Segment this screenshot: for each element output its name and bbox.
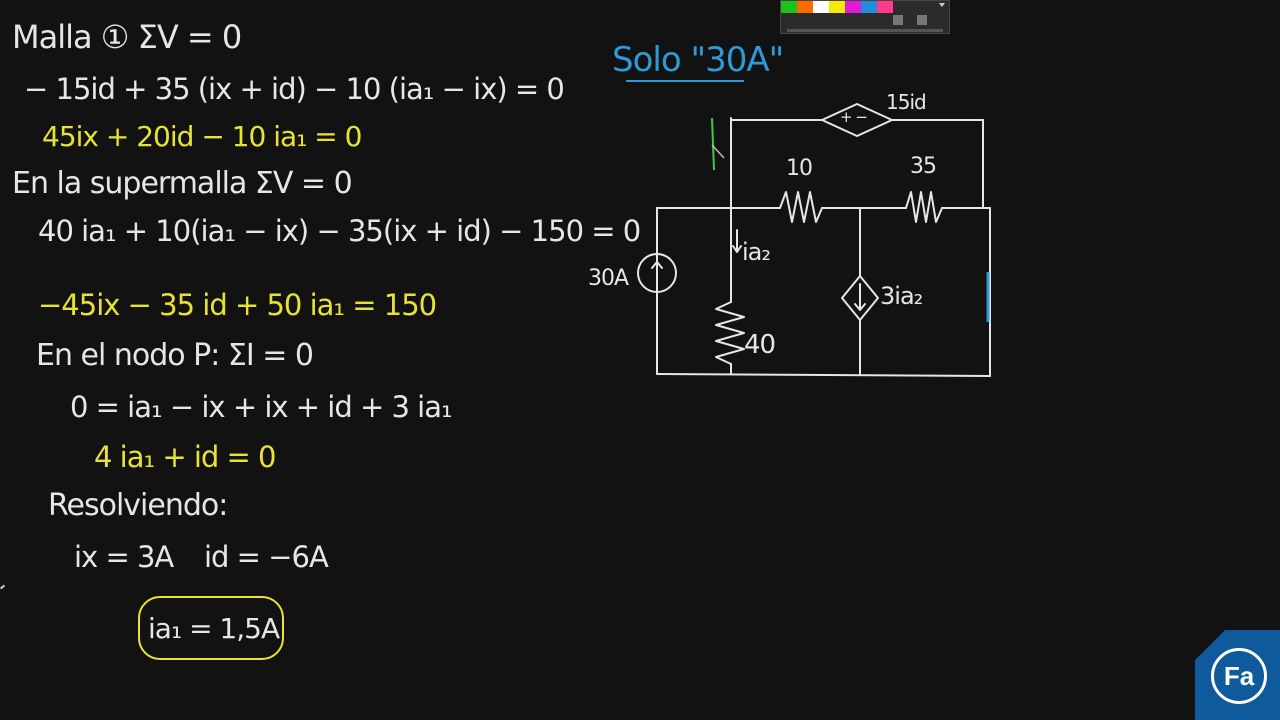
wire-bottom bbox=[656, 373, 991, 377]
line-supermesh-title: En la supermalla ΣV = 0 bbox=[12, 166, 353, 201]
line-mesh-result: 45ix + 20id − 10 ia₁ = 0 bbox=[42, 120, 362, 153]
current-ia2-arrow bbox=[732, 229, 742, 253]
dep-current-arrow bbox=[854, 283, 866, 311]
swatch-white[interactable] bbox=[813, 1, 829, 13]
color-palette[interactable] bbox=[780, 0, 950, 34]
chevron-down-icon[interactable] bbox=[939, 3, 945, 7]
line-solving-title: Resolviendo: bbox=[48, 488, 228, 523]
line-node-equation: 0 = ia₁ − ix + ix + id + 3 ia₁ bbox=[70, 390, 453, 424]
line-ix-value: ix = 3A bbox=[74, 540, 174, 574]
current-source-arrow bbox=[651, 261, 663, 284]
logo-ring: Fa bbox=[1211, 648, 1267, 704]
resistor-40 bbox=[715, 301, 745, 365]
label-resistor-10: 10 bbox=[786, 156, 813, 181]
swatch-orange[interactable] bbox=[797, 1, 813, 13]
swatch-blue[interactable] bbox=[861, 1, 877, 13]
logo-text: Fa bbox=[1223, 660, 1255, 691]
label-dep-voltage-sign: + − bbox=[840, 108, 868, 126]
line-id-value: id = −6A bbox=[204, 540, 329, 574]
resistor-35 bbox=[905, 191, 943, 223]
label-resistor-40: 40 bbox=[744, 330, 776, 360]
green-pen-mark bbox=[711, 117, 715, 171]
palette-scroll-handle[interactable] bbox=[787, 29, 943, 32]
line-node-result: 4 ia₁ + id = 0 bbox=[94, 440, 277, 474]
solo-30a-title: Solo "30A" bbox=[612, 40, 784, 80]
swatch-yellow[interactable] bbox=[829, 1, 845, 13]
label-resistor-35: 35 bbox=[910, 154, 937, 179]
line-supermesh-result: −45ix − 35 id + 50 ia₁ = 150 bbox=[38, 288, 437, 322]
line-mesh-equation: − 15id + 35 (ix + id) − 10 (ia₁ − ix) = … bbox=[24, 72, 565, 106]
label-current-source-30a: 30A bbox=[588, 266, 629, 291]
line-mesh-title: Malla ① ΣV = 0 bbox=[12, 18, 242, 56]
line-node-title: En el nodo P: ΣI = 0 bbox=[36, 338, 314, 373]
trash-icon[interactable] bbox=[917, 15, 927, 25]
line-supermesh-equation: 40 ia₁ + 10(ia₁ − ix) − 35(ix + id) − 15… bbox=[38, 214, 641, 248]
label-ia2: ia₂ bbox=[742, 238, 771, 266]
label-15id: 15id bbox=[886, 90, 927, 114]
swatch-magenta[interactable] bbox=[845, 1, 861, 13]
swatch-pink[interactable] bbox=[877, 1, 893, 13]
swatch-green[interactable] bbox=[781, 1, 797, 13]
palette-new-icon[interactable] bbox=[893, 15, 903, 25]
line-ia1-answer: ia₁ = 1,5A bbox=[148, 612, 280, 645]
solo-title-underline bbox=[626, 80, 744, 82]
brand-logo: Fa bbox=[1195, 630, 1280, 720]
dependent-voltage-source-diamond bbox=[821, 103, 893, 137]
current-source-30a bbox=[637, 253, 677, 293]
pointer-cursor bbox=[711, 144, 725, 159]
resistor-10 bbox=[779, 191, 823, 223]
label-3ia2: 3ia₂ bbox=[880, 282, 923, 310]
answer-box bbox=[138, 596, 284, 660]
